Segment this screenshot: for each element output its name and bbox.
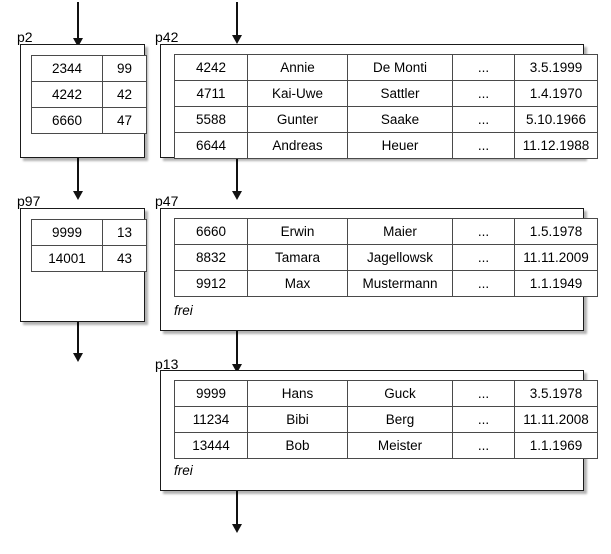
cell: Erwin [247,218,348,245]
cell: Heuer [347,132,453,159]
record-table-p97: 9999 13 14001 43 [31,219,147,272]
cell: Gunter [247,106,348,133]
cell: 3.5.1999 [514,54,598,81]
table-row: 9999 13 [31,219,147,246]
node-label-p47: p47 [155,193,179,209]
cell: Sattler [347,80,453,107]
arrow-p97-out [71,322,85,362]
cell: ... [452,244,515,271]
cell: 47 [102,107,147,134]
node-label-p42: p42 [155,29,179,45]
cell: 9912 [174,270,248,297]
node-label-p97: p97 [17,193,41,209]
node-p2[interactable]: 2344 99 4242 42 6660 47 [20,44,147,158]
cell: 13 [102,219,147,246]
arrow-p2-to-p97 [71,158,85,200]
arrow-p47-to-p13 [230,331,244,373]
cell: Saake [347,106,453,133]
node-label-p2: p2 [17,29,33,45]
table-row: 4242 Annie De Monti ... 3.5.1999 [174,54,598,81]
cell: 8832 [174,244,248,271]
cell: Max [247,270,348,297]
record-table-p13: 9999 Hans Guck ... 3.5.1978 11234 Bibi B… [174,380,598,459]
record-table-p2: 2344 99 4242 42 6660 47 [31,55,147,134]
cell: 9999 [174,380,248,407]
cell: 9999 [31,219,103,246]
record-table-p42: 4242 Annie De Monti ... 3.5.1999 4711 Ka… [174,54,598,159]
cell: Annie [247,54,348,81]
cell: Hans [247,380,348,407]
cell: Bob [247,432,348,459]
table-row: 9999 Hans Guck ... 3.5.1978 [174,380,598,407]
cell: De Monti [347,54,453,81]
cell: ... [452,80,515,107]
record-table-p47: 6660 Erwin Maier ... 1.5.1978 8832 Tamar… [174,218,598,297]
cell: 11234 [174,406,248,433]
cell: 6660 [174,218,248,245]
arrow-into-p2 [71,2,85,47]
node-p42[interactable]: 4242 Annie De Monti ... 3.5.1999 4711 Ka… [160,44,598,159]
cell: 5.10.1966 [514,106,598,133]
cell: 4242 [174,54,248,81]
table-row: 11234 Bibi Berg ... 11.11.2008 [174,406,598,433]
cell: 1.1.1969 [514,432,598,459]
cell: Maier [347,218,453,245]
cell: 1.1.1949 [514,270,598,297]
cell: ... [452,380,515,407]
table-row: 4242 42 [31,81,147,108]
arrow-into-p42 [230,2,244,44]
cell: 1.4.1970 [514,80,598,107]
cell: 43 [102,245,147,272]
node-label-p13: p13 [155,356,179,372]
table-row: 6644 Andreas Heuer ... 11.12.1988 [174,132,598,159]
table-row: 13444 Bob Meister ... 1.1.1969 [174,432,598,459]
cell: 14001 [31,245,103,272]
cell: Andreas [247,132,348,159]
cell: Jagellowsk [347,244,453,271]
cell: 4711 [174,80,248,107]
cell: ... [452,406,515,433]
arrow-p42-to-p47 [230,158,244,200]
cell: 42 [102,81,147,108]
cell: Guck [347,380,453,407]
node-p47[interactable]: 6660 Erwin Maier ... 1.5.1978 8832 Tamar… [160,208,598,331]
cell: Tamara [247,244,348,271]
table-row: 4711 Kai-Uwe Sattler ... 1.4.1970 [174,80,598,107]
cell: 13444 [174,432,248,459]
node-p13[interactable]: 9999 Hans Guck ... 3.5.1978 11234 Bibi B… [160,370,598,491]
cell: 11.11.2008 [514,406,598,433]
cell: Berg [347,406,453,433]
table-row: 5588 Gunter Saake ... 5.10.1966 [174,106,598,133]
arrow-p13-out [230,491,244,533]
cell: ... [452,54,515,81]
table-row: 2344 99 [31,55,147,82]
cell: 3.5.1978 [514,380,598,407]
cell: 6660 [31,107,103,134]
cell: Mustermann [347,270,453,297]
cell: ... [452,106,515,133]
cell: 11.12.1988 [514,132,598,159]
table-row: 9912 Max Mustermann ... 1.1.1949 [174,270,598,297]
cell: 1.5.1978 [514,218,598,245]
node-p97[interactable]: 9999 13 14001 43 [20,208,147,322]
cell: Bibi [247,406,348,433]
cell: ... [452,132,515,159]
cell: 5588 [174,106,248,133]
free-space-label: frei [174,463,193,478]
table-row: 6660 47 [31,107,147,134]
cell: ... [452,218,515,245]
cell: ... [452,432,515,459]
cell: 4242 [31,81,103,108]
table-row: 14001 43 [31,245,147,272]
table-row: 6660 Erwin Maier ... 1.5.1978 [174,218,598,245]
cell: 6644 [174,132,248,159]
table-row: 8832 Tamara Jagellowsk ... 11.11.2009 [174,244,598,271]
cell: 2344 [31,55,103,82]
cell: Kai-Uwe [247,80,348,107]
free-space-label: frei [174,303,193,318]
cell: ... [452,270,515,297]
cell: 11.11.2009 [514,244,598,271]
cell: Meister [347,432,453,459]
cell: 99 [102,55,147,82]
